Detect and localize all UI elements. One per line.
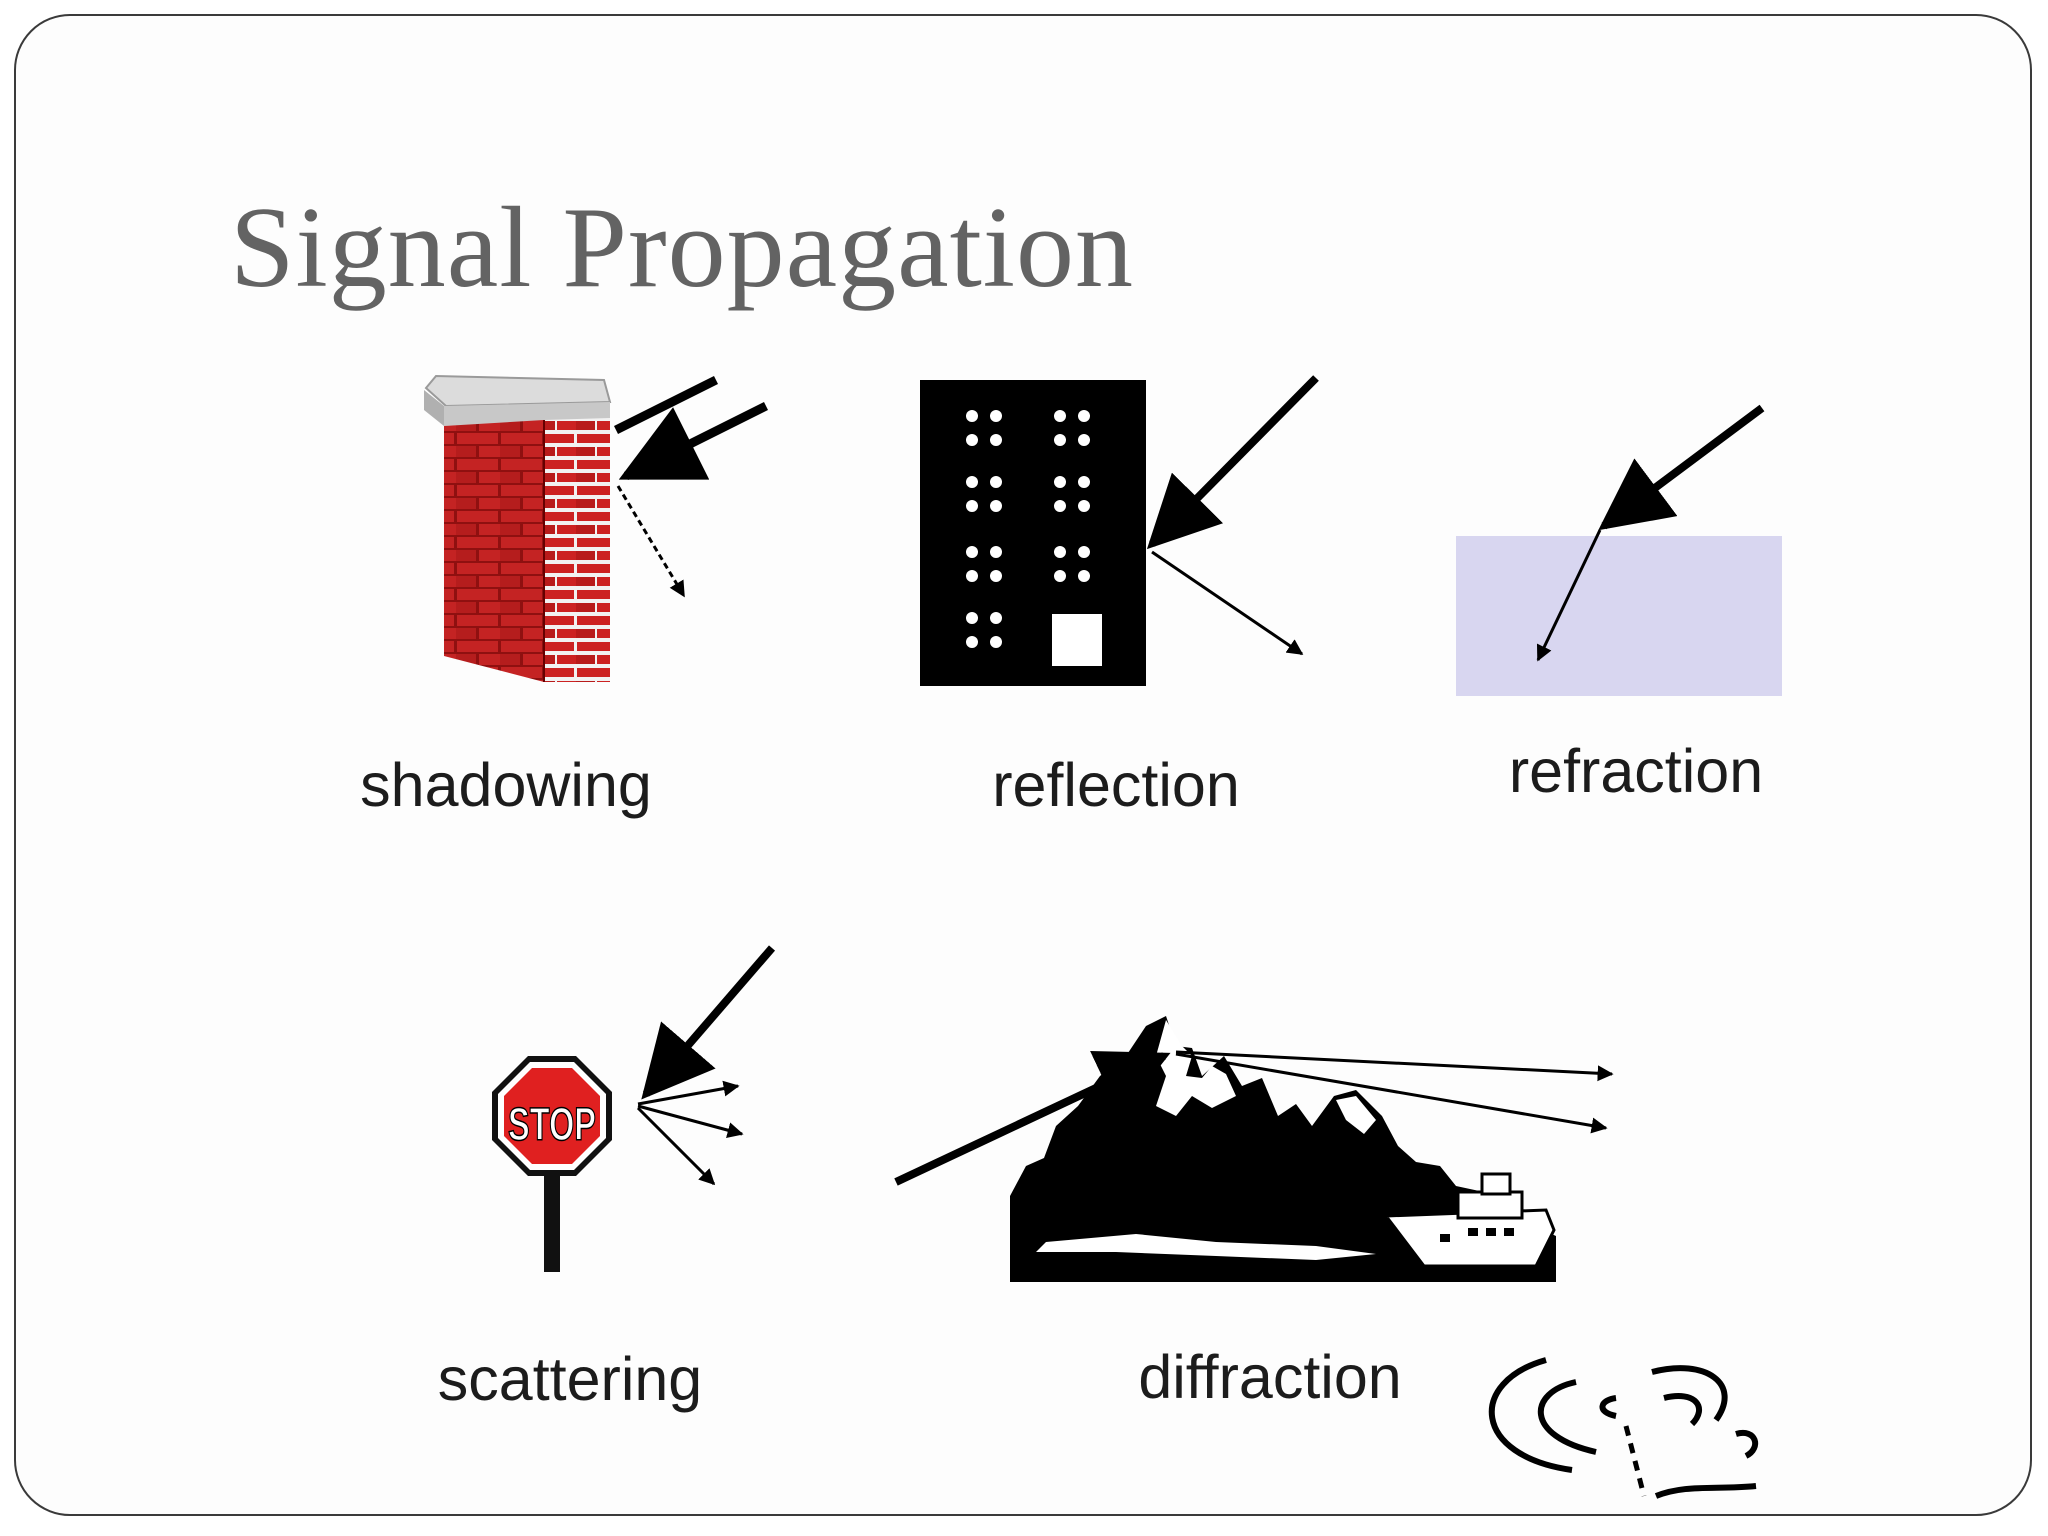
medium-block-icon	[1456, 536, 1782, 696]
incident-ray-arrow	[641, 945, 776, 1100]
refracted-ray-arrow	[1536, 529, 1602, 662]
scattered-ray-arrow	[636, 1106, 716, 1186]
shadowed-ray-arrow	[616, 485, 686, 598]
label-diffraction: diffraction	[1138, 1343, 1401, 1411]
label-refraction: refraction	[1509, 737, 1763, 805]
stop-sign-icon: STOP	[492, 1056, 612, 1272]
label-reflection: reflection	[992, 751, 1240, 819]
propagation-diagram: shadowing	[360, 374, 1782, 1499]
blocked-ray	[613, 375, 719, 435]
panel-scattering: STOP scattering	[438, 945, 776, 1413]
panel-shadowing: shadowing	[360, 374, 769, 819]
ship-icon	[1383, 1172, 1556, 1280]
scattered-ray-arrow	[637, 1104, 744, 1138]
scattered-ray-arrow	[637, 1080, 740, 1106]
brick-wall-icon	[424, 374, 612, 682]
building-icon	[920, 380, 1146, 686]
incident-ray-arrow	[618, 401, 769, 481]
diffracted-ray-arrow	[1175, 1050, 1614, 1082]
incident-ray-arrow	[1598, 404, 1765, 531]
label-shadowing: shadowing	[360, 751, 652, 819]
panel-refraction: refraction	[1456, 404, 1782, 805]
stop-sign-text: STOP	[508, 1098, 596, 1150]
incident-ray-arrow	[894, 1050, 1171, 1186]
slide: Signal Propagation	[14, 14, 2032, 1516]
reflected-ray-arrow	[1151, 550, 1304, 656]
panel-reflection: reflection	[920, 375, 1319, 819]
diffracted-ray-arrow	[1175, 1052, 1608, 1134]
label-scattering: scattering	[438, 1345, 702, 1413]
wave-swirl-icon	[1488, 1357, 1759, 1499]
slide-title: Signal Propagation	[230, 184, 1135, 312]
panel-diffraction: diffraction	[894, 1016, 1614, 1411]
incident-ray-arrow	[1146, 375, 1319, 550]
